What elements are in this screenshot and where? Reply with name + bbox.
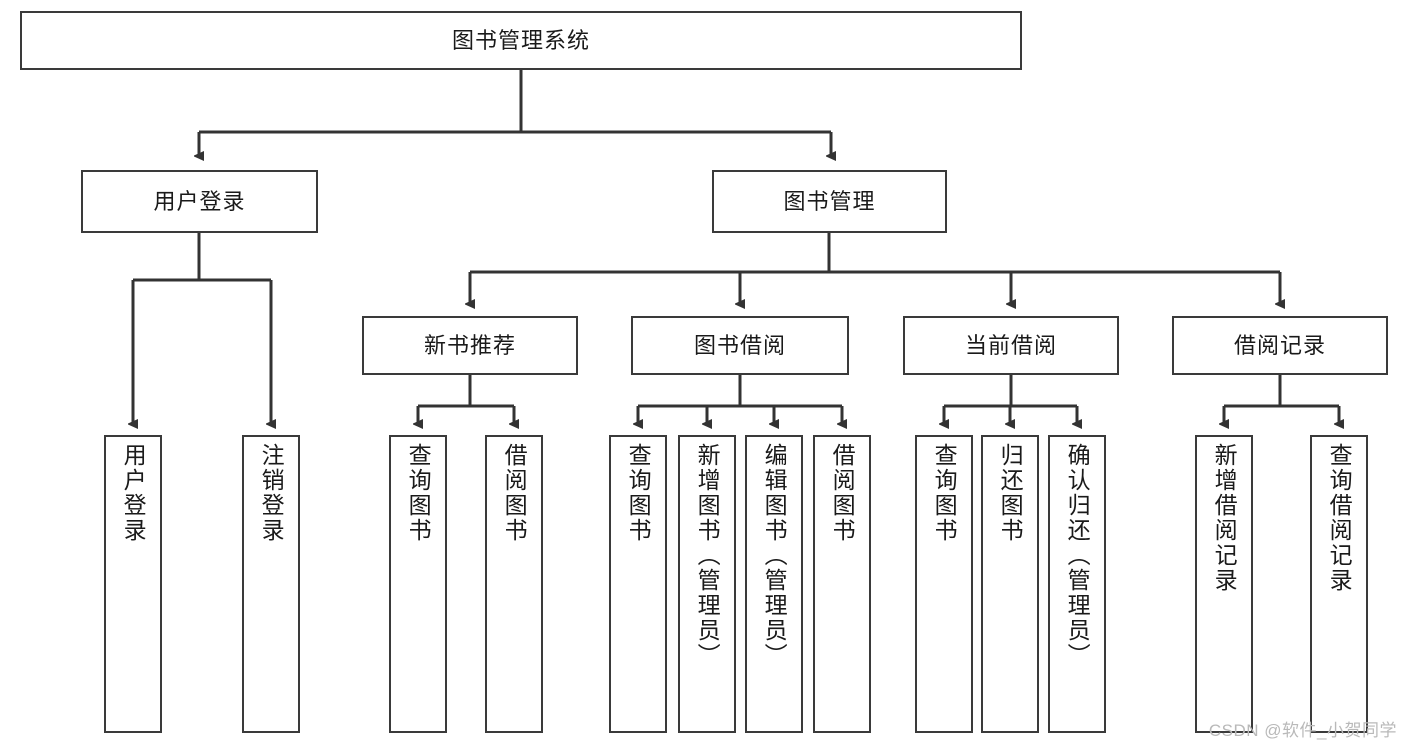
node-leaf-confirm-return[interactable]: 确认归还（管理员） (1048, 435, 1106, 733)
node-leaf-add-book[interactable]: 新增图书（管理员） (678, 435, 736, 733)
node-new-book-rec[interactable]: 新书推荐 (362, 316, 578, 375)
node-leaf-return-book-label: 归还图书 (997, 443, 1024, 543)
node-leaf-query-book-1[interactable]: 查询图书 (389, 435, 447, 733)
node-leaf-query-book-2-label: 查询图书 (625, 443, 652, 543)
node-book-borrow-label: 图书借阅 (693, 332, 786, 358)
node-book-manage[interactable]: 图书管理 (712, 170, 947, 233)
node-leaf-query-book-1-label: 查询图书 (405, 443, 432, 543)
node-book-borrow[interactable]: 图书借阅 (631, 316, 849, 375)
node-leaf-add-record[interactable]: 新增借阅记录 (1195, 435, 1253, 733)
node-leaf-borrow-book-1[interactable]: 借阅图书 (485, 435, 543, 733)
node-borrow-record[interactable]: 借阅记录 (1172, 316, 1388, 375)
node-leaf-query-record-label: 查询借阅记录 (1326, 443, 1353, 593)
watermark: CSDN @软件_小贺同学 (1208, 721, 1397, 740)
node-leaf-user-login[interactable]: 用户登录 (104, 435, 162, 733)
node-leaf-borrow-book-1-label: 借阅图书 (501, 443, 528, 543)
node-leaf-borrow-book-2-label: 借阅图书 (829, 443, 856, 543)
node-current-borrow-label: 当前借阅 (964, 332, 1057, 358)
node-leaf-logout[interactable]: 注销登录 (242, 435, 300, 733)
node-current-borrow[interactable]: 当前借阅 (903, 316, 1119, 375)
node-leaf-user-login-label: 用户登录 (120, 443, 147, 543)
node-leaf-add-record-label: 新增借阅记录 (1211, 443, 1238, 593)
node-leaf-query-book-3[interactable]: 查询图书 (915, 435, 973, 733)
node-leaf-query-book-2[interactable]: 查询图书 (609, 435, 667, 733)
node-leaf-return-book[interactable]: 归还图书 (981, 435, 1039, 733)
node-root-label: 图书管理系统 (451, 27, 590, 53)
node-leaf-confirm-return-label: 确认归还（管理员） (1064, 443, 1091, 668)
node-leaf-logout-label: 注销登录 (258, 443, 285, 543)
node-leaf-query-record[interactable]: 查询借阅记录 (1310, 435, 1368, 733)
node-leaf-edit-book[interactable]: 编辑图书（管理员） (745, 435, 803, 733)
node-leaf-edit-book-label: 编辑图书（管理员） (761, 443, 788, 668)
node-borrow-record-label: 借阅记录 (1233, 332, 1326, 358)
node-book-manage-label: 图书管理 (783, 188, 876, 214)
node-root[interactable]: 图书管理系统 (20, 11, 1022, 70)
node-user-login[interactable]: 用户登录 (81, 170, 318, 233)
node-new-book-rec-label: 新书推荐 (423, 332, 516, 358)
node-leaf-query-book-3-label: 查询图书 (931, 443, 958, 543)
node-leaf-borrow-book-2[interactable]: 借阅图书 (813, 435, 871, 733)
node-leaf-add-book-label: 新增图书（管理员） (694, 443, 721, 668)
node-user-login-label: 用户登录 (153, 188, 246, 214)
